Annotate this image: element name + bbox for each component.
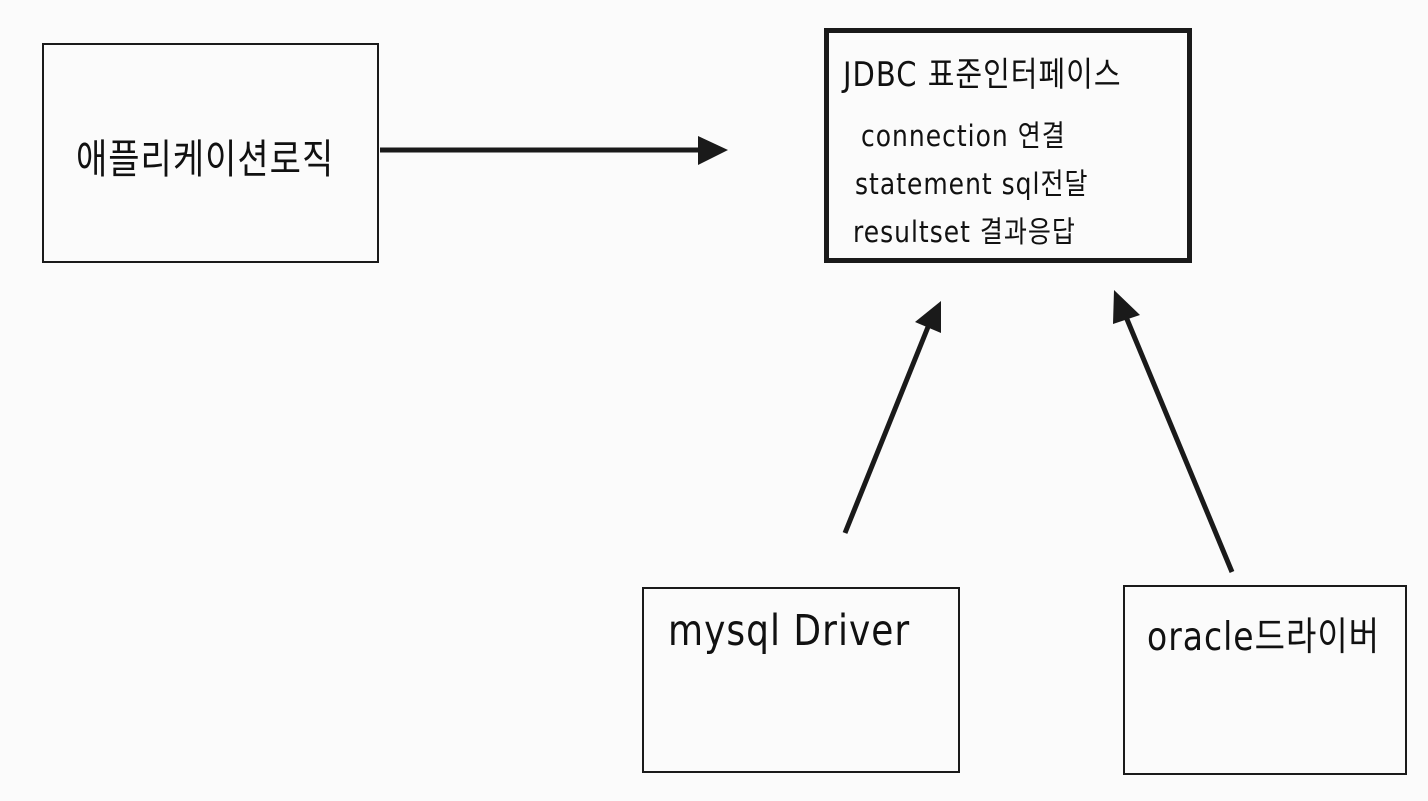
- mysql-driver-label: mysql Driver: [668, 607, 911, 656]
- jdbc-interface-box: JDBC 표준인터페이스 connection 연결 statement sql…: [824, 28, 1192, 263]
- arrow-oracle-to-jdbc: [1121, 311, 1235, 573]
- arrow-oracle-to-jdbc-head: [1113, 290, 1140, 324]
- arrow-mysql-to-jdbc: [842, 321, 933, 534]
- jdbc-line-statement: statement sql전달: [855, 166, 1089, 202]
- oracle-driver-label: oracle드라이버: [1147, 613, 1381, 660]
- mysql-driver-box: mysql Driver: [642, 587, 960, 773]
- arrow-mysql-to-jdbc-head: [915, 301, 941, 333]
- app-logic-box: 애플리케이션로직: [42, 43, 379, 263]
- arrow-app-to-jdbc-head: [698, 136, 728, 165]
- app-logic-label: 애플리케이션로직: [76, 136, 335, 184]
- jdbc-line-connection: connection 연결: [861, 118, 1066, 154]
- jdbc-line-resultset: resultset 결과응답: [853, 214, 1076, 250]
- oracle-driver-box: oracle드라이버: [1123, 585, 1407, 775]
- jdbc-interface-title: JDBC 표준인터페이스: [843, 54, 1122, 95]
